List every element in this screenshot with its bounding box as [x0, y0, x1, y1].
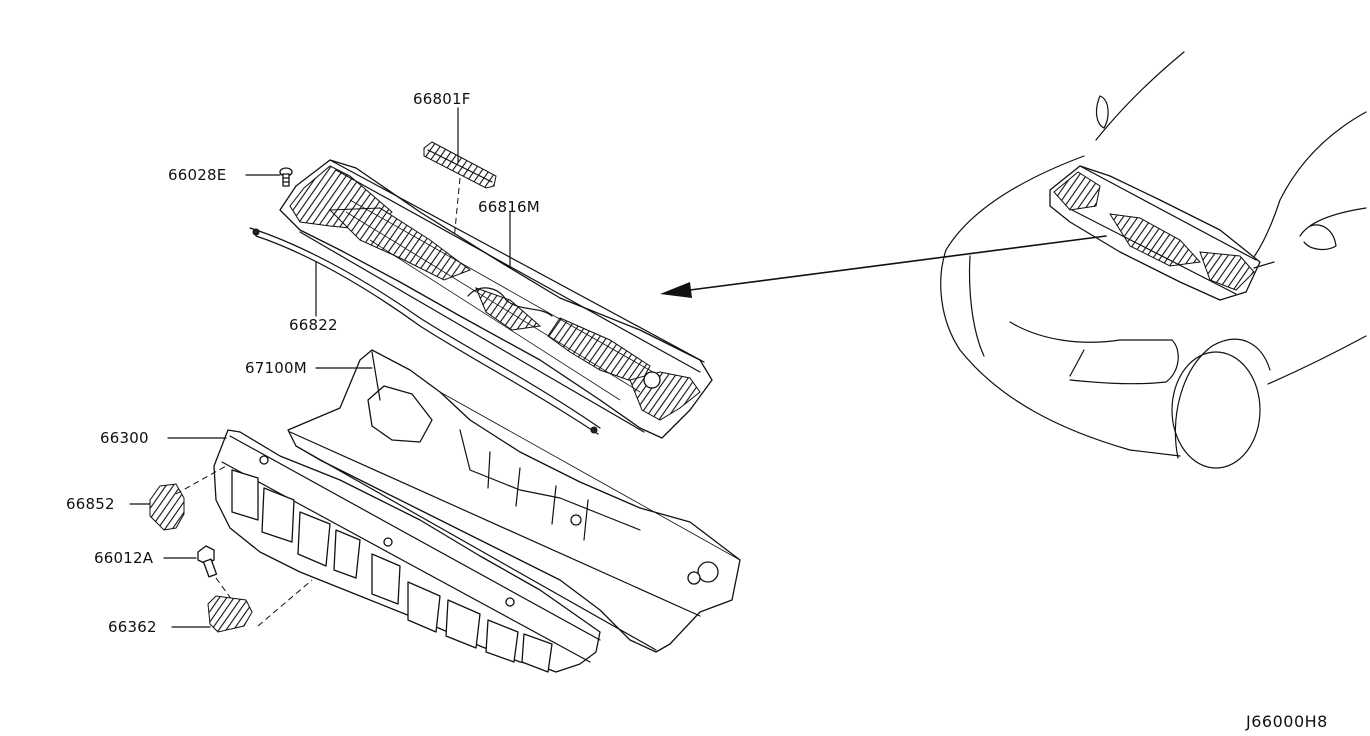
part-66852-bracket	[129, 465, 227, 531]
label-66816M: 66816M	[478, 198, 540, 216]
label-66300: 66300	[100, 429, 149, 447]
label-66822: 66822	[289, 316, 338, 334]
label-66028E: 66028E	[168, 166, 227, 184]
part-67100M-dash-panel	[287, 349, 741, 653]
location-arrow	[660, 235, 1107, 298]
label-66852: 66852	[66, 495, 115, 513]
part-66028E-clip	[245, 167, 293, 187]
label-66801F: 66801F	[413, 90, 471, 108]
label-66012A: 66012A	[94, 549, 154, 567]
vehicle-inset	[940, 51, 1367, 469]
diagram-code: J66000H8	[1246, 712, 1328, 731]
label-67100M: 67100M	[245, 359, 307, 377]
part-66816M-cowl-top	[279, 159, 713, 439]
part-66362-bracket	[171, 579, 313, 633]
label-66362: 66362	[108, 618, 157, 636]
part-66012A-bolt	[163, 545, 233, 601]
part-66801F-strip	[423, 107, 497, 241]
part-66822-seal	[249, 227, 601, 435]
part-66300-lower-cowl	[167, 429, 601, 673]
